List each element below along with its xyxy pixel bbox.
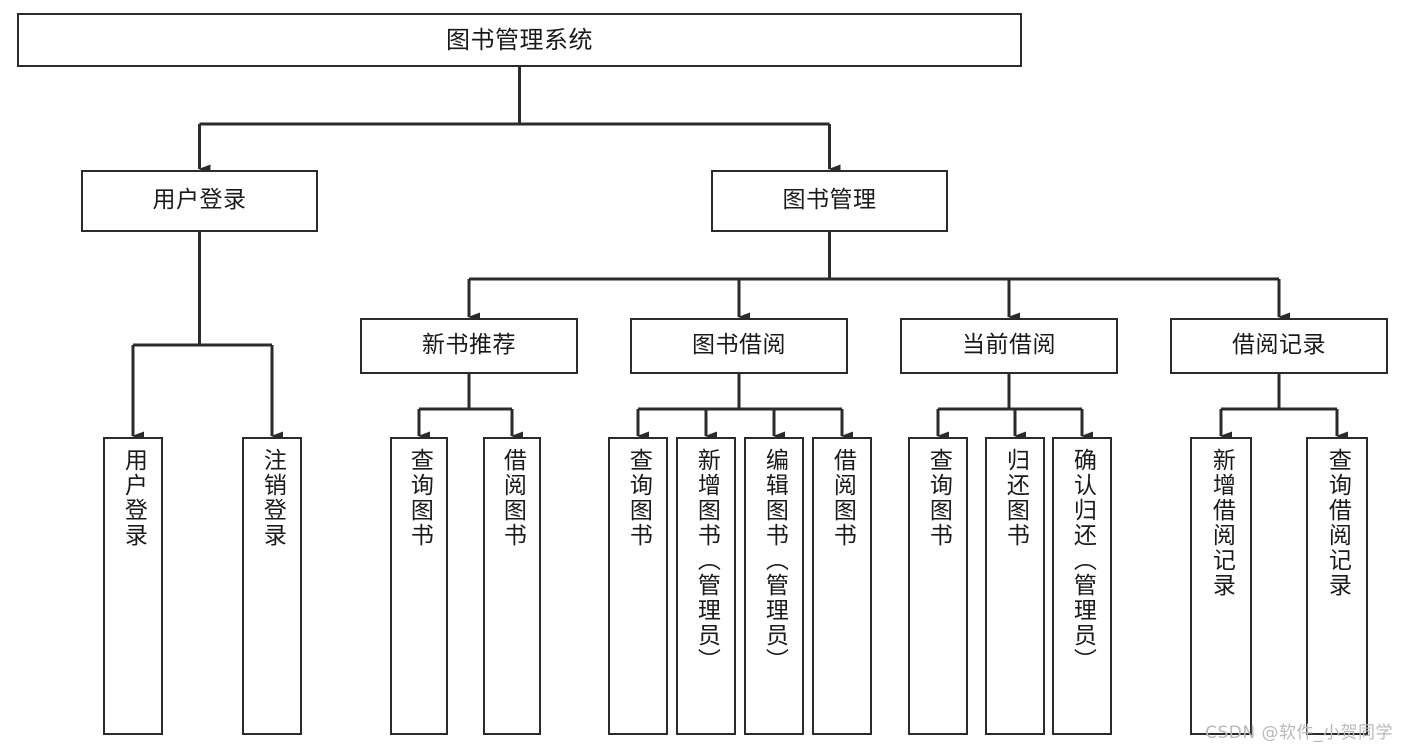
node-leaf-borrow-book-2[interactable]: 借阅图书 [812,437,872,735]
node-label: 用户登录 [120,448,147,548]
node-user-login[interactable]: 用户登录 [81,170,318,232]
node-leaf-edit-book[interactable]: 编辑图书（管理员） [744,437,804,735]
node-label: 新增借阅记录 [1208,448,1235,598]
node-new-book-rec[interactable]: 新书推荐 [360,318,578,374]
node-label: 查询图书 [625,448,652,548]
node-label: 图书管理 [782,187,877,214]
node-leaf-query-book-3[interactable]: 查询图书 [908,437,968,735]
node-label: 借阅图书 [499,448,526,548]
node-label: 查询图书 [925,448,952,548]
node-leaf-confirm-return[interactable]: 确认归还（管理员） [1052,437,1112,735]
node-label: 查询借阅记录 [1324,448,1351,598]
node-leaf-user-logout[interactable]: 注销登录 [242,437,302,735]
node-label: 用户登录 [152,187,247,214]
node-label: 当前借阅 [962,332,1056,359]
node-label: 借阅记录 [1232,332,1326,359]
node-current-borrow[interactable]: 当前借阅 [900,318,1118,374]
node-book-manage[interactable]: 图书管理 [711,170,948,232]
node-leaf-return-book[interactable]: 归还图书 [985,437,1045,735]
node-root[interactable]: 图书管理系统 [17,13,1022,67]
node-label: 查询图书 [406,448,433,548]
node-label: 确认归还（管理员） [1069,448,1096,673]
node-leaf-add-book[interactable]: 新增图书（管理员） [676,437,736,735]
node-label: 编辑图书（管理员） [761,448,788,673]
node-leaf-query-record[interactable]: 查询借阅记录 [1306,437,1368,735]
node-leaf-query-book-2[interactable]: 查询图书 [608,437,668,735]
node-label: 归还图书 [1002,448,1029,548]
node-label: 新增图书（管理员） [693,448,720,673]
node-label: 注销登录 [259,448,286,548]
node-label: 图书借阅 [692,332,786,359]
node-label: 新书推荐 [422,332,516,359]
node-leaf-borrow-book-1[interactable]: 借阅图书 [483,437,541,735]
node-label: 图书管理系统 [446,25,593,54]
node-book-borrow[interactable]: 图书借阅 [630,318,848,374]
node-leaf-user-login[interactable]: 用户登录 [103,437,163,735]
node-borrow-record[interactable]: 借阅记录 [1170,318,1388,374]
node-leaf-add-record[interactable]: 新增借阅记录 [1190,437,1252,735]
node-leaf-query-book-1[interactable]: 查询图书 [390,437,448,735]
node-label: 借阅图书 [829,448,856,548]
